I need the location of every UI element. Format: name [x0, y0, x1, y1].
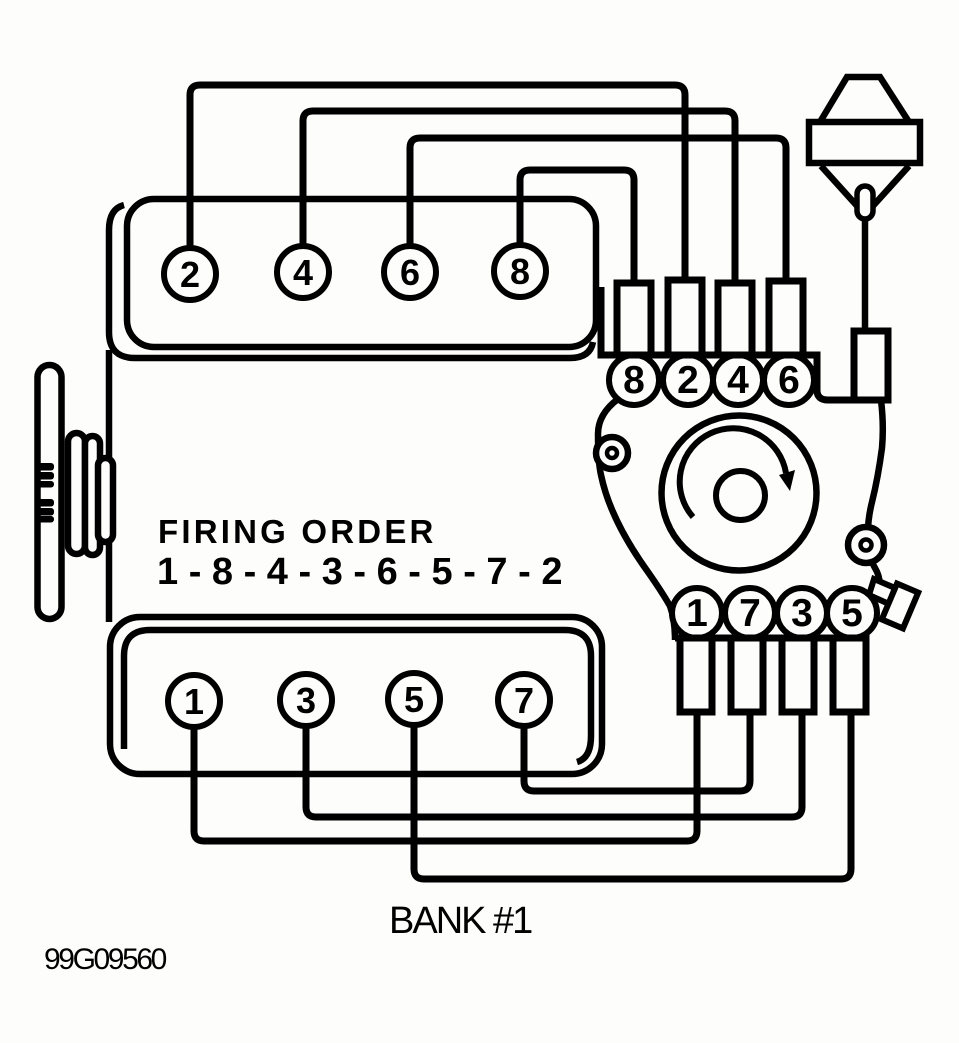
- svg-text:2: 2: [180, 254, 200, 295]
- svg-text:99G09560: 99G09560: [44, 943, 167, 976]
- svg-text:7: 7: [514, 680, 534, 721]
- svg-text:5: 5: [404, 679, 424, 720]
- svg-text:8: 8: [510, 251, 530, 292]
- svg-text:BANK #1: BANK #1: [389, 900, 532, 942]
- svg-text:FIRING ORDER: FIRING ORDER: [158, 513, 437, 550]
- svg-text:1 - 8 - 4 - 3 - 6 - 5 - 7 - 2: 1 - 8 - 4 - 3 - 6 - 5 - 7 - 2: [157, 551, 562, 593]
- svg-text:2: 2: [677, 359, 699, 402]
- svg-text:3: 3: [296, 680, 316, 721]
- svg-text:4: 4: [727, 359, 749, 402]
- svg-text:3: 3: [791, 592, 813, 635]
- svg-text:6: 6: [778, 359, 800, 402]
- svg-text:4: 4: [293, 252, 313, 293]
- svg-text:6: 6: [400, 252, 420, 293]
- svg-text:7: 7: [739, 592, 761, 635]
- svg-text:1: 1: [686, 592, 708, 635]
- svg-text:1: 1: [184, 681, 204, 722]
- svg-text:5: 5: [841, 592, 863, 635]
- svg-text:8: 8: [623, 359, 645, 402]
